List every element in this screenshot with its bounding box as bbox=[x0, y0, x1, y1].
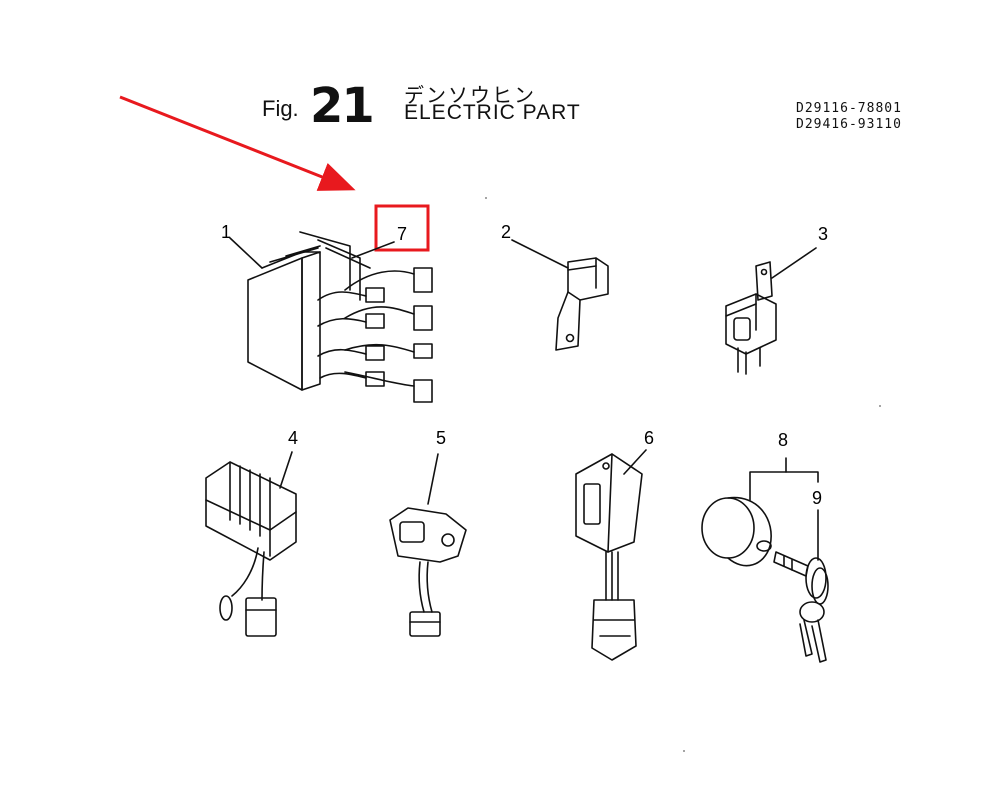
callout-9: 9 bbox=[812, 488, 822, 508]
callout-7: 7 bbox=[397, 224, 407, 244]
callout-3: 3 bbox=[818, 224, 828, 244]
callout-8: 8 bbox=[778, 430, 788, 450]
callout-5: 5 bbox=[436, 428, 446, 448]
highlight-arrow bbox=[119, 95, 356, 191]
figure-label: Fig. bbox=[262, 96, 299, 121]
title-english: ELECTRIC PART bbox=[404, 101, 581, 124]
part-2-relay bbox=[511, 239, 609, 351]
title-japanese: デンソウヒン bbox=[404, 83, 536, 107]
part-number-2: D29416-93110 bbox=[796, 117, 902, 132]
highlight-box bbox=[374, 204, 430, 252]
part-number-1: D29116-78801 bbox=[796, 101, 902, 116]
part-1-controller-unit bbox=[229, 231, 433, 403]
callout-6: 6 bbox=[644, 428, 654, 448]
part-6-flasher bbox=[575, 449, 647, 661]
callout-2: 2 bbox=[501, 222, 511, 242]
figure-number: 21 bbox=[310, 78, 375, 134]
callout-1: 1 bbox=[221, 222, 231, 242]
part-3-relay bbox=[725, 247, 817, 375]
part-8-key-switch bbox=[701, 457, 819, 567]
part-4-voltage-regulator bbox=[205, 451, 297, 637]
part-5-sensor bbox=[389, 453, 467, 637]
part-9-keys bbox=[773, 509, 829, 663]
callout-4: 4 bbox=[288, 428, 298, 448]
